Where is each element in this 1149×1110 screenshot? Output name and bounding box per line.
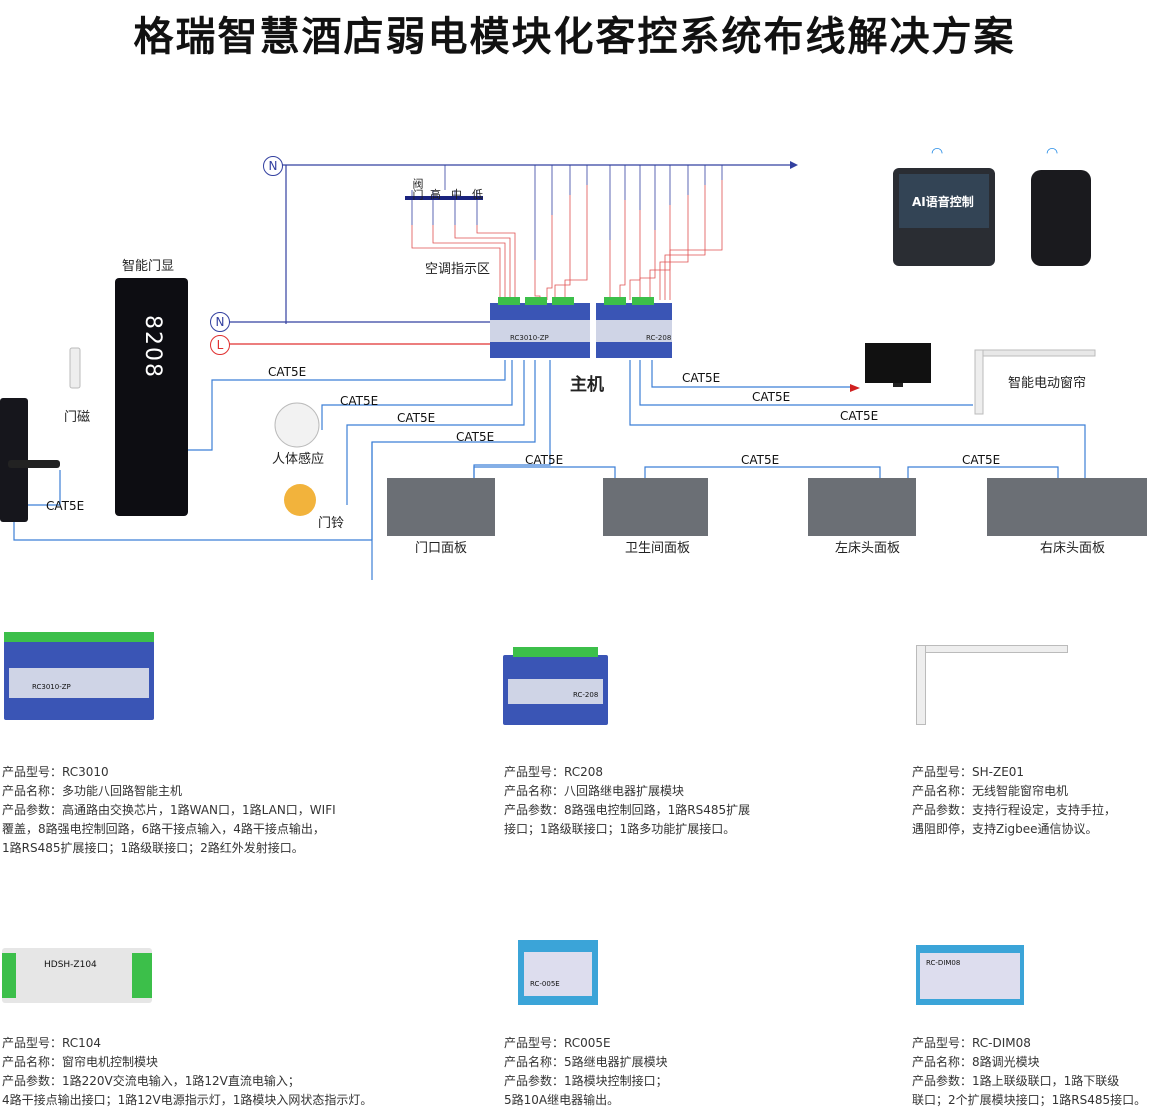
product-params: 5路10A继电器输出。 (504, 1093, 620, 1107)
product-params: 产品参数：支持行程设定，支持手拉， (912, 803, 1117, 817)
product-model: 产品型号：RC104 (2, 1036, 102, 1050)
n-top-indicator: N (263, 156, 283, 176)
product-image-label: RC-DIM08 (926, 959, 961, 967)
product-spec-rc-dim08: 产品型号：RC-DIM08 产品名称：8路调光模块 产品参数：1路上联级联口，1… (912, 1034, 1146, 1110)
body-sensor-label: 人体感应 (272, 452, 325, 467)
product-params: 遇阻即停，支持Zigbee通信协议。 (912, 822, 1098, 836)
cat5e-label: CAT5E (46, 499, 85, 513)
l-mid-indicator: L (210, 335, 230, 355)
product-spec-sh-ze01: 产品型号：SH-ZE01 产品名称：无线智能窗帘电机 产品参数：支持行程设定，支… (912, 763, 1116, 839)
product-image-rc3010: RC3010-ZP (4, 632, 154, 720)
cat5e-label: CAT5E (397, 411, 436, 425)
cat5e-label: CAT5E (525, 453, 564, 467)
curtain-label: 智能电动窗帘 (1008, 376, 1087, 391)
cat5e-label: CAT5E (962, 453, 1001, 467)
module-a-label: RC3010-ZP (510, 334, 549, 342)
product-params: 产品参数：高通路由交换芯片，1路WAN口，1路LAN口，WIFI (2, 803, 336, 817)
product-params: 产品参数：1路上联级联口，1路下联级 (912, 1074, 1120, 1088)
page-title: 格瑞智慧酒店弱电模块化客控系统布线解决方案 (133, 14, 1016, 60)
cat5e-label: CAT5E (840, 409, 879, 423)
product-image-rc-dim08: RC-DIM08 (916, 945, 1024, 1005)
door-number: 8208 (140, 315, 165, 379)
product-name: 产品名称：多功能八回路智能主机 (2, 784, 183, 798)
product-image-label: RC-208 (573, 691, 599, 699)
panel-door-label: 门口面板 (415, 541, 468, 556)
product-params: 产品参数：1路220V交流电输入，1路12V直流电输入； (2, 1074, 300, 1088)
wifi-icon: ◠ (1046, 145, 1059, 161)
product-name: 产品名称：八回路继电器扩展模块 (504, 784, 685, 798)
product-image-label: HDSH-Z104 (44, 960, 97, 970)
valve-low-label: 低 (472, 188, 483, 201)
product-params: 产品参数：8路强电控制回路，1路RS485扩展 (504, 803, 751, 817)
product-image-label: RC-005E (530, 980, 560, 988)
product-model: 产品型号：RC3010 (2, 765, 109, 779)
product-params: 联口；2个扩展模块接口；1路RS485接口。 (912, 1093, 1147, 1107)
product-params: 接口；1路级联接口；1路多功能扩展接口。 (504, 822, 736, 836)
ai-voice-label: AI语音控制 (912, 195, 974, 209)
product-spec-rc3010: 产品型号：RC3010 产品名称：多功能八回路智能主机 产品参数：高通路由交换芯… (2, 763, 336, 858)
cat5e-label: CAT5E (340, 394, 379, 408)
cat5e-label: CAT5E (456, 430, 495, 444)
product-name: 产品名称：无线智能窗帘电机 (912, 784, 1069, 798)
product-spec-rc005e: 产品型号：RC005E 产品名称：5路继电器扩展模块 产品参数：1路模块控制接口… (504, 1034, 668, 1110)
product-params: 产品参数：1路模块控制接口； (504, 1074, 668, 1088)
module-b-label: RC-208 (646, 334, 672, 342)
valve-label: 阀门 (411, 178, 424, 200)
product-name: 产品名称：8路调光模块 (912, 1055, 1040, 1069)
cat5e-label: CAT5E (752, 390, 791, 404)
product-model: 产品型号：RC005E (504, 1036, 611, 1050)
product-name: 产品名称：窗帘电机控制模块 (2, 1055, 159, 1069)
door-sensor-label: 门磁 (64, 410, 91, 425)
n-mid-indicator: N (210, 312, 230, 332)
product-image-sh-ze01 (916, 645, 1068, 725)
doorbell-label: 门铃 (318, 516, 345, 531)
panel-left-bed-label: 左床头面板 (835, 541, 901, 556)
valve-high-label: 高 (430, 188, 441, 201)
cat5e-label: CAT5E (268, 365, 307, 379)
product-image-rc208: RC-208 (503, 647, 608, 725)
product-params: 1路RS485扩展接口；1路级联接口；2路红外发射接口。 (2, 841, 304, 855)
product-spec-rc104: 产品型号：RC104 产品名称：窗帘电机控制模块 产品参数：1路220V交流电输… (2, 1034, 372, 1110)
valve-mid-label: 中 (451, 188, 462, 201)
product-name: 产品名称：5路继电器扩展模块 (504, 1055, 668, 1069)
product-model: 产品型号：RC-DIM08 (912, 1036, 1031, 1050)
host-label: 主机 (570, 375, 604, 395)
wifi-icon: ◠ (931, 145, 944, 161)
product-model: 产品型号：RC208 (504, 765, 604, 779)
ac-zone-label: 空调指示区 (425, 262, 491, 277)
panel-right-bed-label: 右床头面板 (1040, 541, 1106, 556)
product-spec-rc208: 产品型号：RC208 产品名称：八回路继电器扩展模块 产品参数：8路强电控制回路… (504, 763, 750, 839)
cat5e-label: CAT5E (741, 453, 780, 467)
panel-bathroom-label: 卫生间面板 (625, 541, 691, 556)
door-display-label: 智能门显 (122, 259, 175, 274)
product-image-rc104: HDSH-Z104 (2, 948, 152, 1003)
product-params: 覆盖，8路强电控制回路，6路干接点输入，4路干接点输出， (2, 822, 325, 836)
product-model: 产品型号：SH-ZE01 (912, 765, 1025, 779)
cat5e-label: CAT5E (682, 371, 721, 385)
product-params: 4路干接点输出接口；1路12V电源指示灯，1路模块入网状态指示灯。 (2, 1093, 373, 1107)
wiring-diagram (0, 161, 1147, 580)
product-image-label: RC3010-ZP (32, 683, 71, 691)
product-image-rc005e: RC-005E (518, 940, 598, 1005)
